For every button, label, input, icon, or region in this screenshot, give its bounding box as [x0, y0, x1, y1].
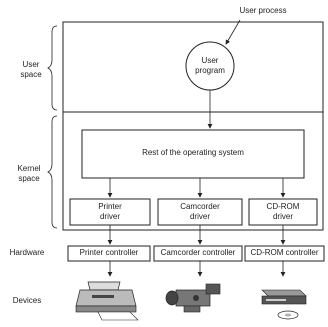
os-box [81, 129, 305, 179]
user-space-brace [47, 25, 58, 111]
cdrom-controller-label: CD-ROM controller [250, 248, 319, 257]
camcorder-icon [165, 283, 221, 313]
cdrom-driver-box [248, 198, 318, 226]
cdrom-drive-icon [261, 289, 307, 320]
camcorder-driver-label: Camcorder driver [180, 202, 220, 221]
camcorder-controller-box [153, 245, 243, 262]
kernel-space-region [62, 111, 324, 231]
user-process-label: User process [239, 6, 287, 15]
user-program-label: User program [195, 56, 225, 75]
devices-label: Devices [12, 296, 42, 305]
printer-icon [75, 281, 139, 321]
user-process-arrow [225, 19, 241, 45]
camcorder-controller-label: Camcorder controller [160, 248, 236, 257]
cdrom-controller-box [244, 245, 325, 262]
printer-controller-box [67, 245, 151, 262]
cdrom-driver-label: CD-ROM driver [266, 202, 300, 221]
camcorder-driver-box [157, 198, 243, 226]
printer-controller-label: Printer controller [79, 248, 139, 257]
kernel-space-label: Kernel space [17, 164, 41, 183]
hardware-label: Hardware [9, 248, 45, 257]
kernel-space-brace [47, 115, 58, 229]
user-space-label: User space [20, 60, 42, 79]
os-box-label: Rest of the operating system [142, 148, 244, 157]
printer-driver-label: Printer driver [98, 202, 122, 221]
